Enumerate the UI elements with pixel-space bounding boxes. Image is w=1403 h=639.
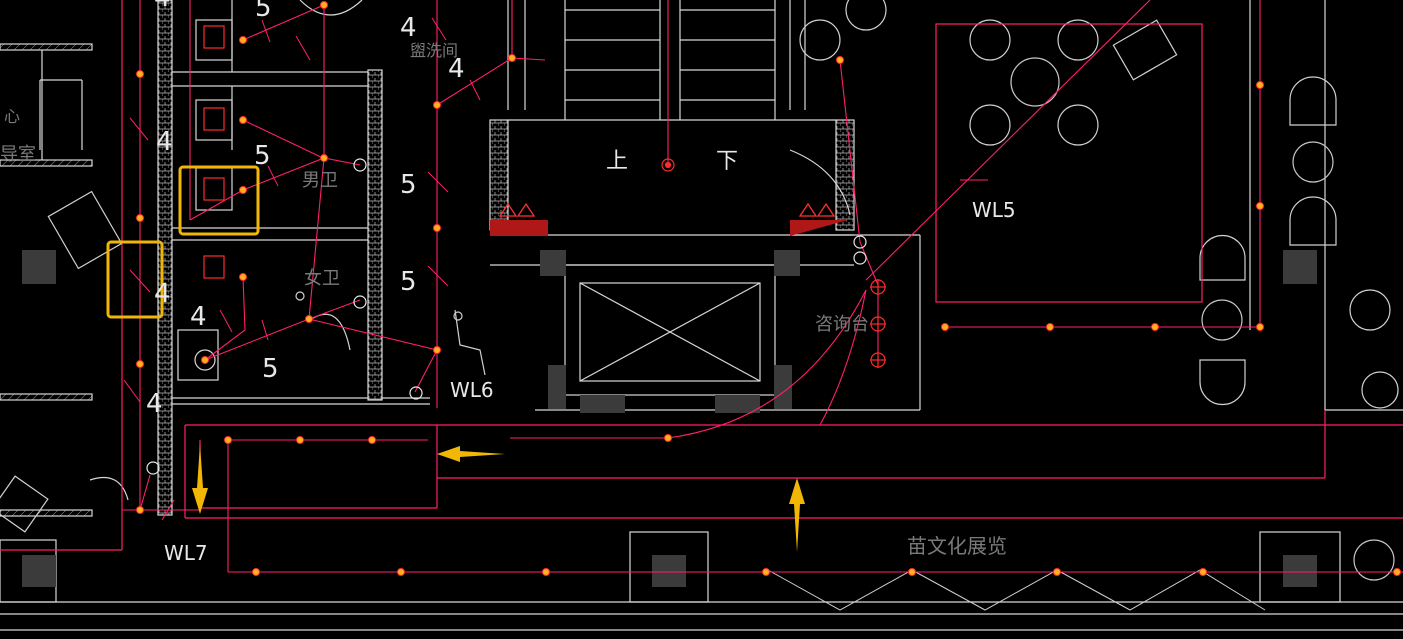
wire-count-label: 5 — [400, 267, 417, 297]
wire-ticks — [123, 17, 988, 521]
wire-count-label: 4 — [154, 279, 171, 309]
room-label-exhibition: 苗文化展览 — [907, 534, 1007, 558]
switch-symbols — [146, 158, 867, 475]
room-label-office-fragment: 导室 — [0, 144, 36, 165]
arrow-up — [789, 478, 805, 552]
stair-markers — [490, 202, 848, 236]
wire-count-label: 4 — [146, 389, 163, 419]
wire-count-label: 4 — [154, 0, 171, 13]
structural-columns — [22, 250, 1317, 587]
circuit-label-wl7: WL7 — [164, 541, 208, 565]
circuit-label-wl5: WL5 — [972, 198, 1016, 222]
direction-arrows — [192, 444, 805, 552]
room-label-heart-fragment: 心 — [4, 107, 20, 126]
highlight-boxes — [106, 165, 260, 319]
wire-count-label: 5 — [400, 170, 417, 200]
stair-up-label: 上 — [606, 149, 628, 174]
special-fixtures — [203, 25, 886, 368]
highlight-box-wire — [106, 240, 164, 319]
display-zone-outline — [0, 0, 1403, 551]
wire-count-label: 4 — [190, 302, 207, 332]
wire-count-label: 4 — [156, 127, 173, 157]
room-label-washroom: 盥洗间 — [410, 41, 458, 60]
room-label-female-toilet: 女卫 — [304, 268, 340, 289]
room-label-consult: 咨询台 — [815, 314, 869, 335]
room-label-male-toilet: 男卫 — [302, 170, 338, 191]
wire-count-label: 5 — [262, 354, 279, 384]
circuit-label-wl6: WL6 — [450, 378, 494, 402]
arrow-left — [437, 446, 505, 462]
wire-count-label: 4 — [400, 13, 417, 43]
ceiling-lamps — [136, 1, 1401, 576]
wire-count-label: 4 — [448, 54, 465, 84]
wire-count-label: 5 — [255, 0, 272, 23]
stair-down-label: 下 — [716, 149, 738, 174]
wire-count-label: 5 — [254, 141, 271, 171]
arrow-down — [192, 444, 208, 514]
highlight-box-lamp — [178, 165, 260, 236]
facade-zigzag — [767, 569, 1266, 611]
furniture — [0, 0, 1399, 581]
